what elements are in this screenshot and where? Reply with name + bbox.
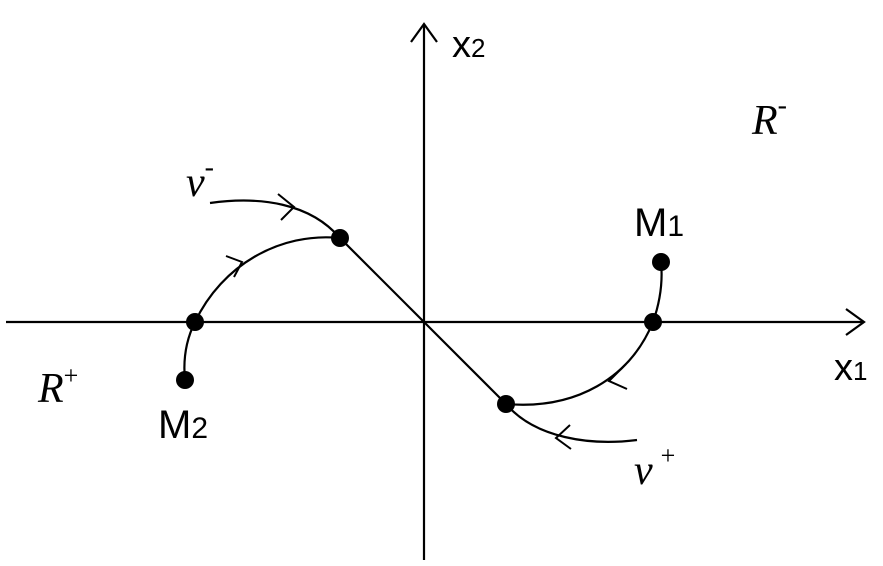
- point-lower-switch: [497, 395, 515, 413]
- switching-line: [339, 237, 507, 405]
- region-r-minus-label: R-: [751, 90, 787, 144]
- x1-axis-label: x1: [834, 347, 867, 389]
- nu-minus-label: ν-: [186, 152, 214, 206]
- nu-plus-arrow: [554, 424, 572, 450]
- point-m1-axis-crossing: [644, 313, 662, 331]
- nu-minus-curve: [209, 199, 341, 239]
- nu-plus-curve: [505, 403, 638, 443]
- nu-minus-arrow: [277, 193, 296, 221]
- region-r-plus-label: R+: [37, 361, 78, 412]
- point-m2-label: M2: [158, 403, 208, 447]
- x1-axis-arrowhead: [845, 308, 866, 336]
- trajectory-from-m2: [183, 236, 341, 381]
- point-m1: [652, 253, 670, 271]
- x2-axis-arrowhead: [410, 22, 438, 43]
- trajectory-from-m1: [505, 261, 663, 406]
- point-m1-label: M1: [634, 201, 684, 245]
- trajectory-from-m2-arrow: [225, 255, 244, 278]
- point-m2-axis-crossing: [186, 313, 204, 331]
- point-m2: [176, 371, 194, 389]
- trajectory-from-m1-arrow: [607, 363, 628, 390]
- point-upper-switch: [331, 229, 349, 247]
- x2-axis-label: x2: [452, 24, 485, 66]
- nu-plus-label: ν+: [634, 441, 675, 494]
